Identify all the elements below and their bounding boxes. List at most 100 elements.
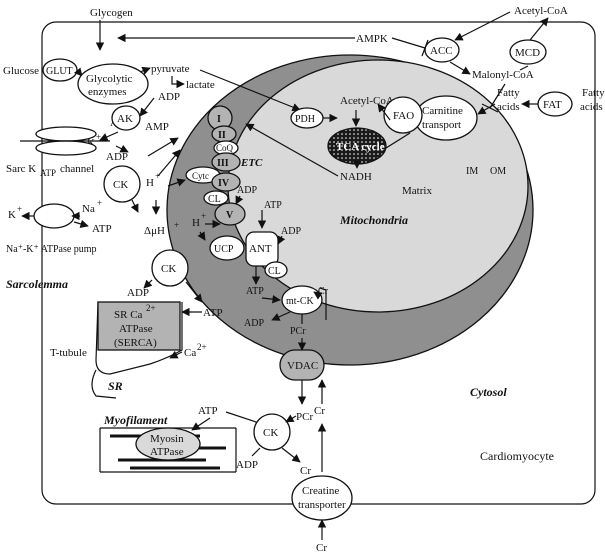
pyruvate-label: pyruvate bbox=[151, 63, 190, 75]
complex-i-label: I bbox=[217, 114, 221, 125]
adp-3-label: ADP bbox=[236, 459, 258, 471]
cr-vdac-line bbox=[319, 287, 327, 320]
na-plus-sup: + bbox=[97, 198, 102, 208]
ck3-to-cr-arrow bbox=[281, 447, 301, 463]
nadh-to-complex-i-arrow bbox=[245, 123, 339, 177]
katp-channel-bottom bbox=[35, 140, 97, 156]
cr-mt-label: Cr bbox=[318, 286, 329, 297]
ak-node bbox=[111, 105, 141, 131]
myosin-label-2: ATPase bbox=[150, 446, 184, 458]
adp-ck3-line bbox=[251, 447, 261, 457]
h-plus-label-1: H bbox=[146, 177, 154, 189]
h-plus-etc-arrow-1 bbox=[157, 149, 181, 177]
adp-to-v-arrow bbox=[235, 195, 244, 205]
adp-ak-label: ADP bbox=[158, 91, 180, 103]
h-plus-label-2: H bbox=[192, 217, 200, 229]
acetyl-coa-top-label: Acetyl-CoA bbox=[514, 5, 568, 17]
k-plus-sup: + bbox=[96, 132, 101, 142]
mitochondria-label: Mitochondria bbox=[339, 213, 408, 227]
sr-tail bbox=[91, 369, 117, 399]
cr-right-label: Cr bbox=[314, 405, 325, 417]
pdh-label: PDH bbox=[295, 114, 315, 125]
sarc-katp-label-1: Sarc K bbox=[6, 163, 36, 175]
sarc-katp-label-2: channel bbox=[60, 163, 94, 175]
ucp-label: UCP bbox=[214, 244, 234, 255]
glycolytic-enzymes-node bbox=[77, 63, 149, 105]
pcr-mt-label: PCr bbox=[290, 326, 306, 337]
vdac-label: VDAC bbox=[287, 360, 318, 372]
ucp-node bbox=[209, 235, 245, 261]
fao-label: FAO bbox=[393, 110, 414, 122]
mtck-adp-arrow bbox=[271, 311, 291, 321]
om-label: OM bbox=[490, 166, 506, 177]
tca-cycle-label: TCA cycle bbox=[336, 141, 385, 153]
delta-mu-h-label: ΔμH bbox=[144, 225, 165, 237]
carnitine-label-1: Carnitine bbox=[422, 105, 463, 117]
na-k-pump-node bbox=[33, 203, 75, 229]
cytosol-label: Cytosol bbox=[470, 385, 507, 399]
ck1-to-atp-arrow bbox=[130, 199, 139, 213]
h-plus-ucp-arrow bbox=[197, 231, 206, 241]
atp-ant-label: ATP bbox=[246, 286, 264, 297]
complex-iv-label: IV bbox=[218, 178, 230, 189]
pyruvate-to-lactate-arrow bbox=[171, 76, 185, 89]
serca-node bbox=[97, 301, 181, 351]
cr-3-label: Cr bbox=[300, 465, 311, 477]
fat-label: FAT bbox=[543, 99, 562, 111]
ak-label: AK bbox=[117, 113, 133, 125]
serca-label-3: (SERCA) bbox=[114, 337, 157, 349]
acc-node bbox=[424, 37, 460, 63]
cl-label-ant: CL bbox=[268, 266, 281, 277]
carnitine-transport-node bbox=[414, 95, 478, 141]
sarcolemma-label: Sarcolemma bbox=[6, 277, 68, 291]
malonyl-inhibit-bar bbox=[481, 103, 499, 113]
k-plus-label: K bbox=[87, 137, 95, 149]
atp-ck2-label: ATP bbox=[203, 307, 223, 319]
adp-ant-label: ADP bbox=[281, 226, 301, 237]
ck-node-2 bbox=[151, 249, 189, 287]
adp-mt-label: ADP bbox=[244, 318, 264, 329]
myofilament-label: Myofilament bbox=[103, 413, 168, 427]
complex-iv-node bbox=[211, 172, 241, 192]
acc-label: ACC bbox=[430, 45, 453, 57]
myosin-label-1: Myosin bbox=[150, 433, 184, 445]
ca-label: Ca bbox=[184, 347, 196, 359]
complex-iii-node bbox=[211, 152, 241, 172]
acetyl-coa-mito-label: Acetyl-CoA bbox=[340, 95, 394, 107]
myosin-atpase-node bbox=[135, 427, 201, 461]
glycolytic-label-2: enzymes bbox=[88, 86, 126, 98]
na-plus-label: Na bbox=[82, 203, 95, 215]
fatty-acids-right-2: acids bbox=[580, 101, 603, 113]
k-adp-arrow bbox=[115, 144, 129, 153]
serca-sup: 2+ bbox=[146, 303, 156, 313]
creatine-label-2: transporter bbox=[298, 499, 346, 511]
mcd-label: MCD bbox=[515, 47, 540, 59]
ampk-inhibits-acc bbox=[391, 37, 426, 49]
ca-uptake-arrow bbox=[169, 350, 183, 359]
malonyl-inhibits-cpt bbox=[489, 83, 506, 109]
cl-node-ant bbox=[264, 261, 288, 279]
ck-label-3: CK bbox=[263, 427, 278, 439]
adp-v-label: ADP bbox=[237, 185, 257, 196]
im-label: IM bbox=[466, 166, 478, 177]
creatine-label-1: Creatine bbox=[302, 485, 339, 497]
malonyl-to-mcd bbox=[519, 65, 529, 71]
complex-v-node bbox=[214, 202, 246, 226]
etc-label: ETC bbox=[240, 157, 263, 169]
glucose-label: Glucose bbox=[3, 65, 39, 77]
adp-to-ant-arrow bbox=[277, 235, 286, 245]
atp-to-mtck-arrow bbox=[261, 294, 281, 304]
fatty-acids-right-1: Fatty bbox=[582, 87, 605, 99]
atp-myo-label: ATP bbox=[198, 405, 218, 417]
pump-atp-arrow bbox=[73, 219, 89, 228]
carnitine-label-2: transport bbox=[422, 119, 461, 131]
fatty-acids-mid-2: acids bbox=[497, 101, 520, 113]
k-plus-pump-label: K bbox=[8, 209, 16, 221]
h-plus-sup-1: + bbox=[155, 171, 160, 181]
mcd-to-acetyl-arrow bbox=[529, 17, 549, 41]
pcr-to-ck3-arrow bbox=[285, 414, 297, 423]
adp-to-etc-arrow bbox=[147, 137, 179, 157]
ant-node bbox=[245, 231, 279, 267]
complex-v-label: V bbox=[226, 210, 234, 221]
